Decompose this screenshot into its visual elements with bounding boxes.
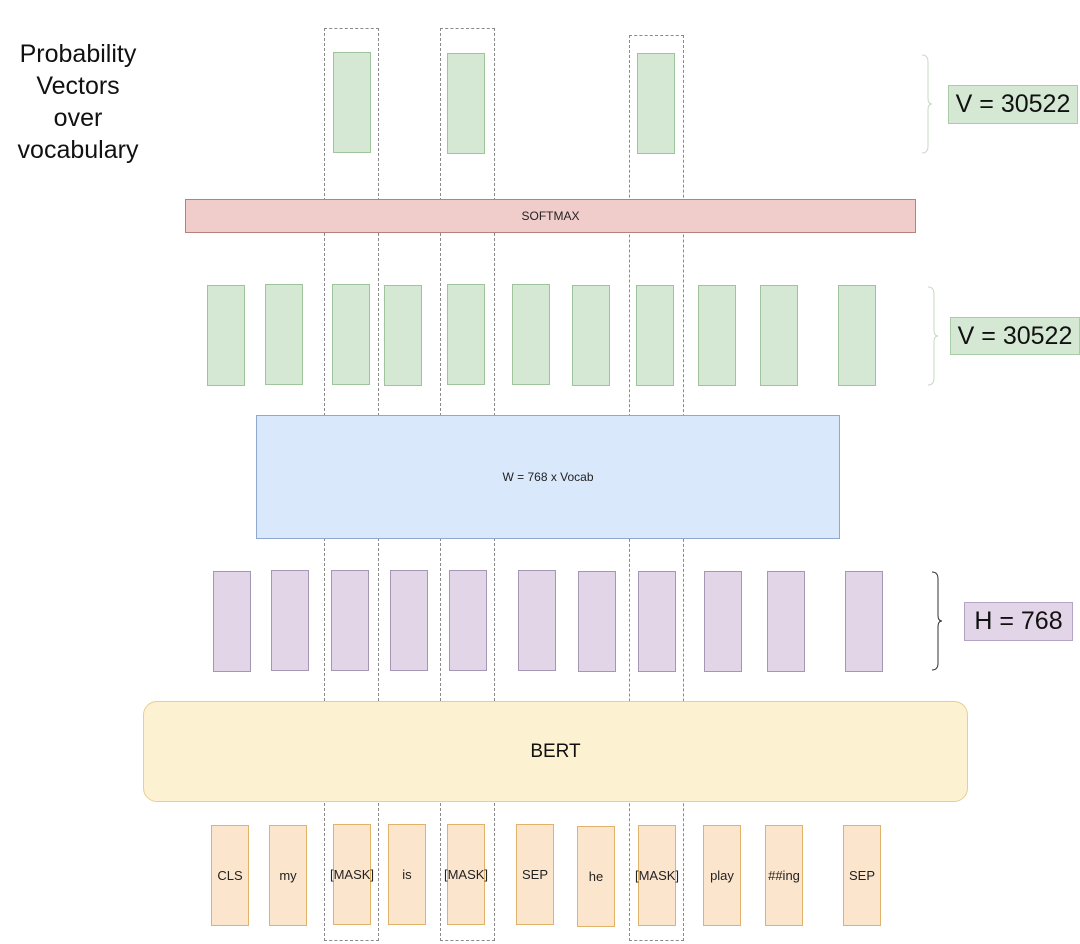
title-line: Probability [19,40,137,68]
logit-vector [265,284,303,385]
bert-encoder: BERT [143,701,968,802]
input-token: is [388,824,426,925]
input-token: SEP [516,824,554,925]
hidden-vector [767,571,805,672]
input-token: ##ing [765,825,803,926]
logit-vector [447,284,485,385]
hidden-vector [390,570,428,671]
diagram-title: Probability Vectors over vocabulary [0,38,156,166]
hidden-vector [449,570,487,671]
brace-icon [931,571,943,671]
input-token-masked: [MASK] [444,824,488,925]
probability-vector [333,52,371,153]
input-token-masked: [MASK] [635,825,679,926]
hidden-vector [213,571,251,672]
hidden-vector [845,571,883,672]
logit-vector [698,285,736,386]
input-token: play [703,825,741,926]
logit-vector [838,285,876,386]
input-token: he [577,826,615,927]
projection-matrix: W = 768 x Vocab [256,415,840,539]
input-token-masked: [MASK] [330,824,374,925]
input-token: SEP [843,825,881,926]
logit-vector [760,285,798,386]
logit-vector [332,284,370,385]
title-line: vocabulary [17,136,139,164]
input-token: my [269,825,307,926]
brace-icon [927,286,939,386]
logit-vector [384,285,422,386]
hidden-vector [704,571,742,672]
hidden-vector [331,570,369,671]
input-token: CLS [211,825,249,926]
logit-vector [512,284,550,385]
probability-vector [447,53,485,154]
title-line: over [53,104,103,132]
hidden-vector [271,570,309,671]
softmax-layer: SOFTMAX [185,199,916,233]
probability-vector [637,53,675,154]
vocab-size-label: V = 30522 [950,317,1080,355]
hidden-vector [638,571,676,672]
hidden-size-label: H = 768 [964,602,1073,641]
brace-icon [921,54,933,154]
title-line: Vectors [36,72,120,100]
logit-vector [636,285,674,386]
hidden-vector [578,571,616,672]
hidden-vector [518,570,556,671]
logit-vector [207,285,245,386]
logit-vector [572,285,610,386]
vocab-size-label: V = 30522 [948,85,1078,124]
